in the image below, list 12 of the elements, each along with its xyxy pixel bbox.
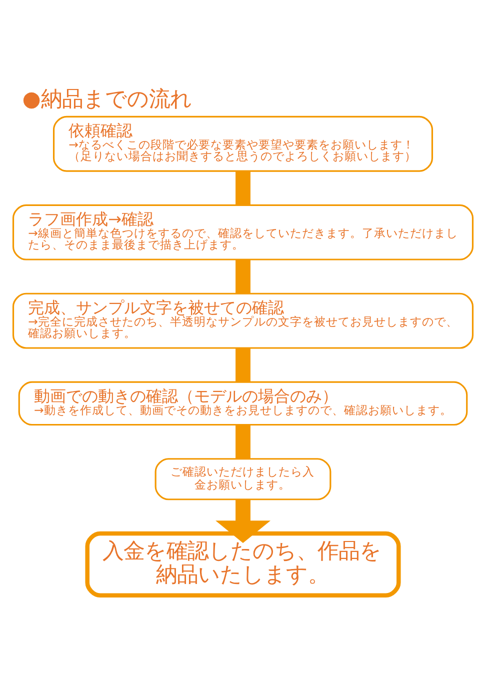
connector (235, 348, 250, 382)
connector (235, 171, 250, 206)
connector (235, 424, 250, 459)
node-box: ラフ画作成→確認 →線画と簡単な色つけをするので、確認をしていただきます。了承いただけましたら、そのまま最後まで描き上げます。 (12, 204, 474, 260)
node-box: 動画での動きの確認（モデルの場合のみ） →動きを作成して、動画でその動きをお見せしますので、確認お願いします。 (18, 381, 468, 426)
diagram-title: ●納品までの流れ (22, 87, 192, 112)
arrow (215, 499, 270, 544)
node-box: 依頼確認 →なるべくこの段階で必要な要素や要望や要素をお願いします！ （足りない場合はお聞きすると思うのでよろしくお願いします） (52, 116, 433, 172)
node-box: 入金を確認したのち、作品を納品いたします。 (84, 531, 400, 598)
connector (235, 260, 250, 294)
node-box: ご確認いただけましたら入金お願いします。 (154, 458, 331, 500)
node-box: 完成、サンプル文字を被せての確認 →完全に完成させたのち、半透明なサンプルの文字を被せてお見せしますので、確認お願いします。 (12, 292, 474, 349)
